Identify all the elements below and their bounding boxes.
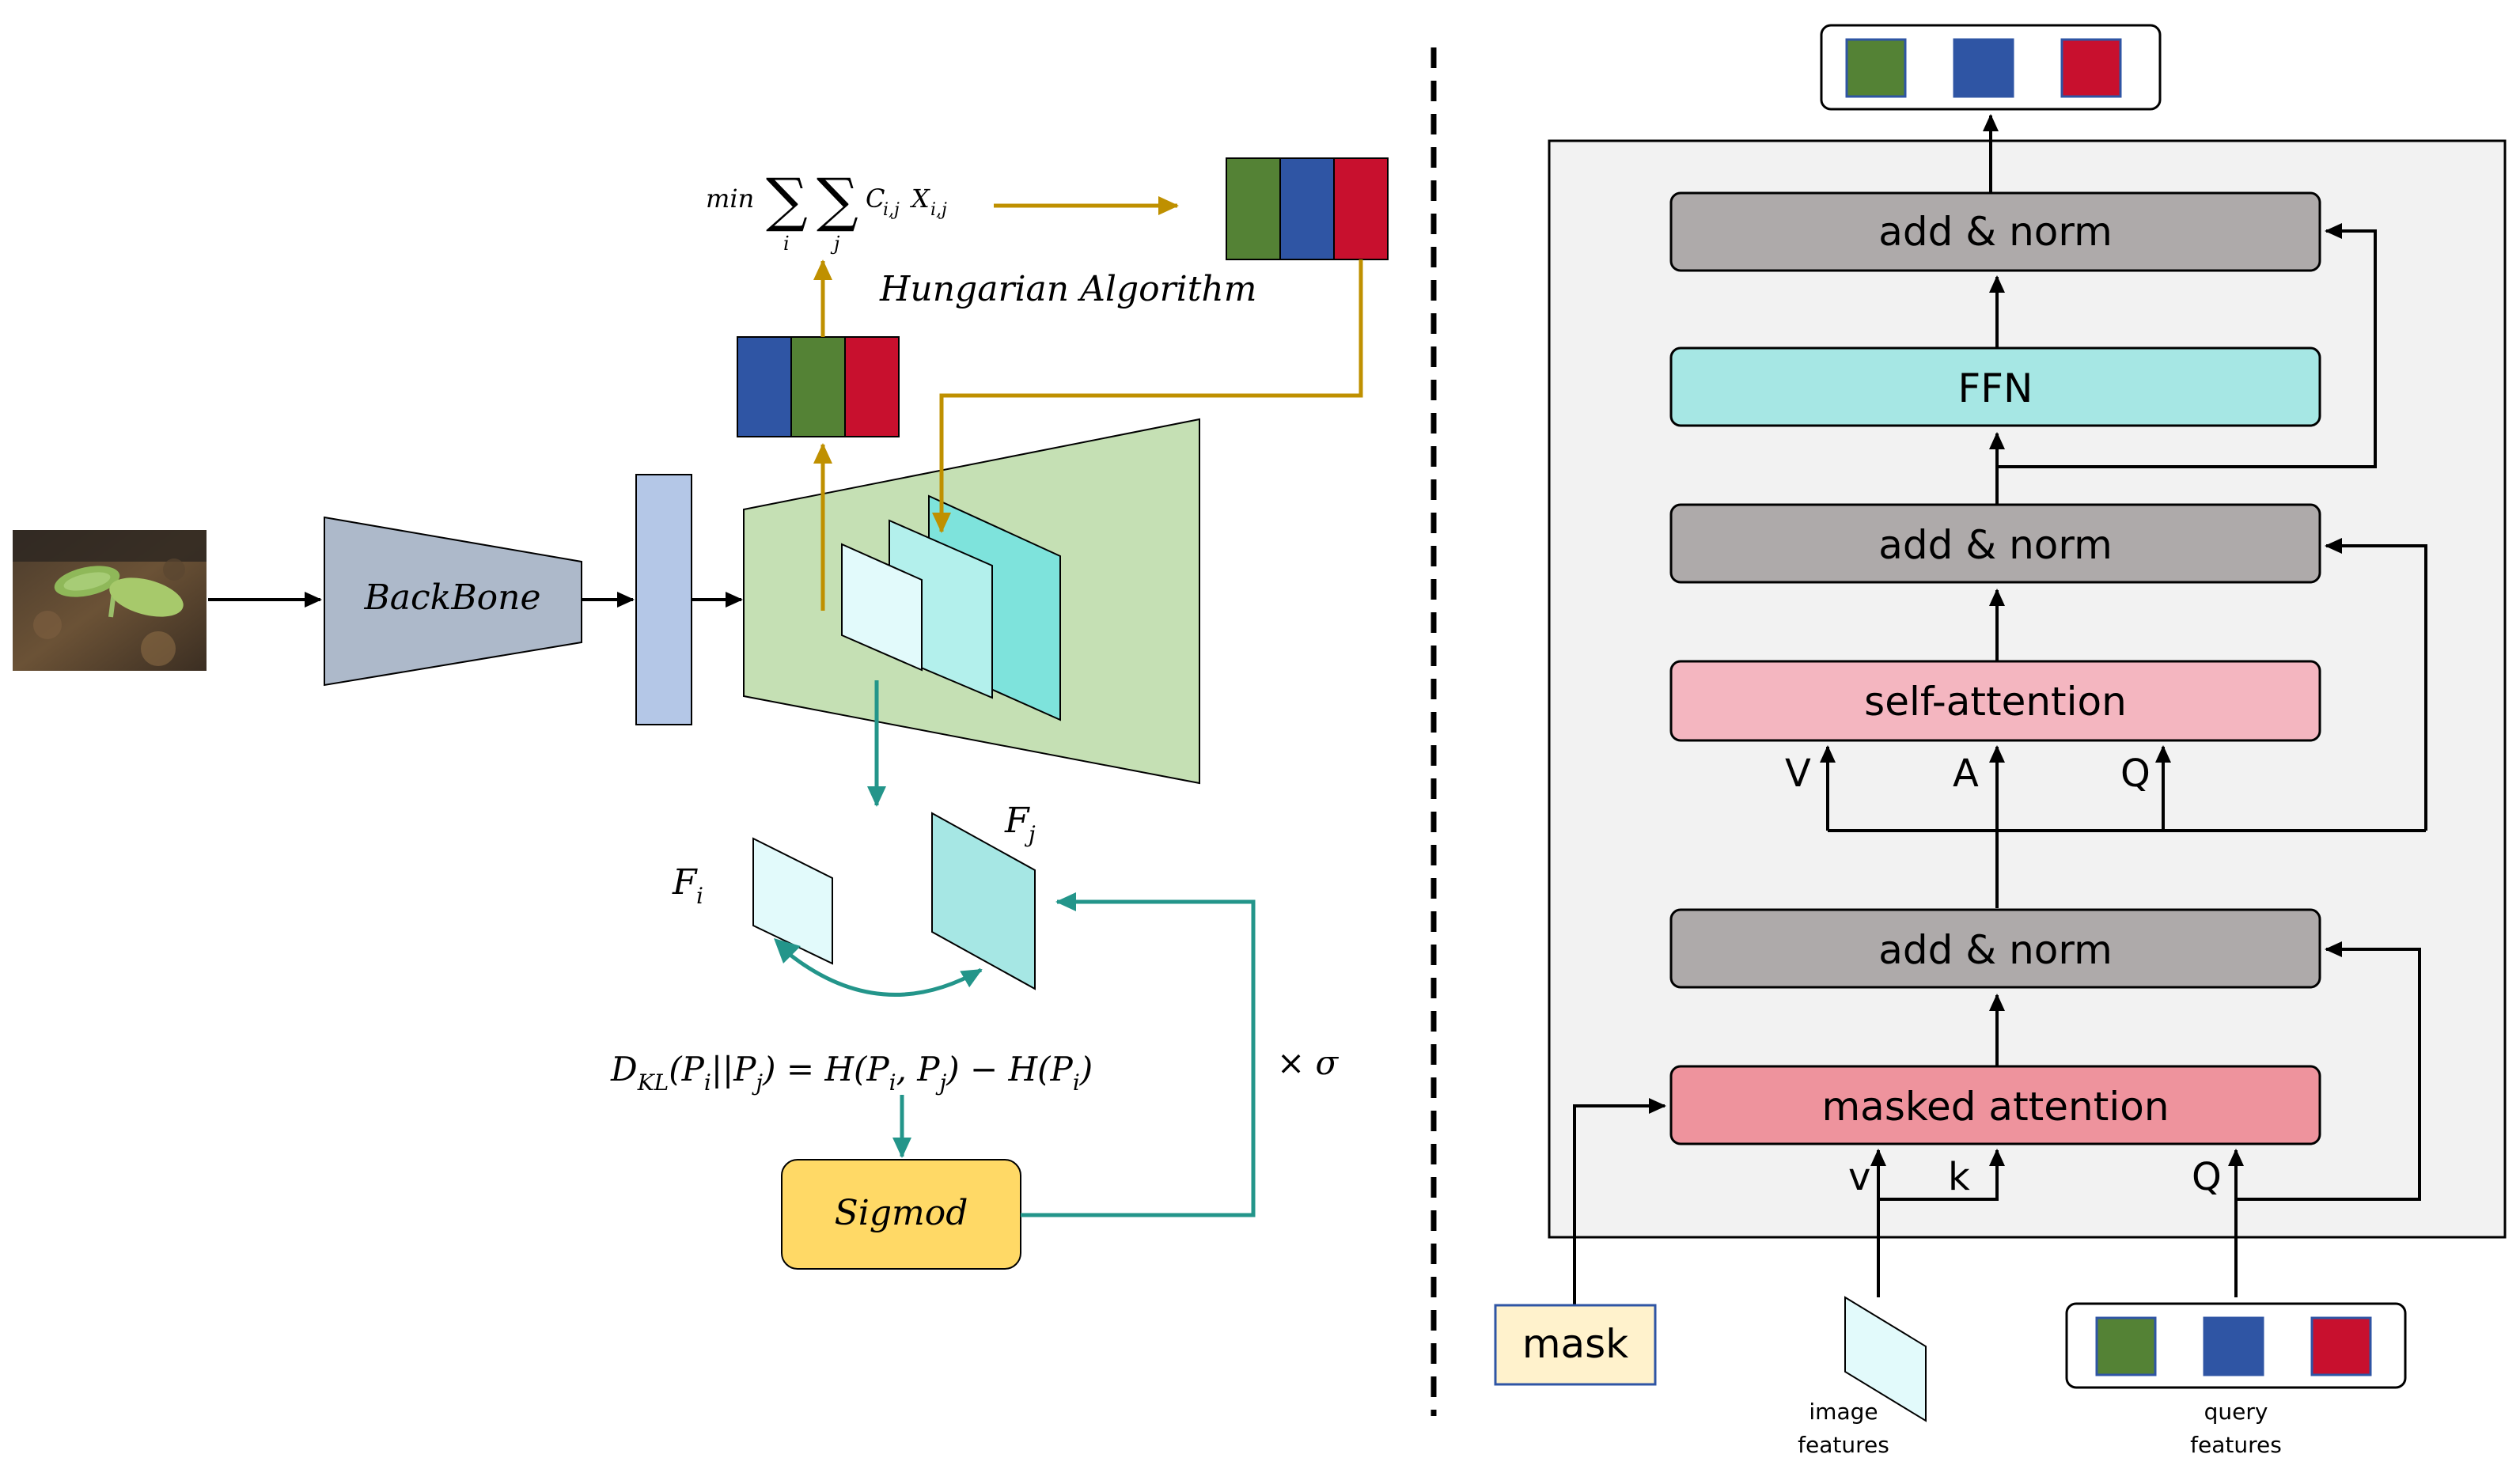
sum-index-j: j [830,233,840,255]
masked-attention-label: masked attention [1821,1084,2169,1130]
add-norm-bottom-label: add & norm [1878,927,2113,973]
objective-min: min [706,184,754,214]
sum-symbol-j: ∑ [817,166,858,234]
objective-C: C [866,184,885,214]
ffn-label: FFN [1958,365,2033,411]
objective-C-sub: i,j [883,200,900,220]
query-features-label-1: query [2204,1399,2268,1425]
ffn-block [1669,346,2321,427]
image-features-label-2: features [1798,1432,1889,1458]
kl-D-sub: KL [637,1070,669,1096]
gold-arrow-back-to-decoder [932,259,1363,533]
self-attn-q-label: Q [2120,752,2151,796]
sigmoid-label: Sigmod [835,1193,968,1233]
masked-k-label: k [1948,1155,1970,1199]
masked-q-label: Q [2192,1155,2222,1199]
svg-text:DKL(Pi||Pj) = H(Pi, Pj) − H(Pi: DKL(Pi||Pj) = H(Pi, Pj) − H(Pi) [610,1050,1093,1096]
feature-i-label: F [672,862,698,903]
kl-curved-arrow [782,948,983,997]
objective-X: X [909,184,930,214]
image-features-label-1: image [1809,1399,1878,1425]
add-norm-top-block [1669,191,2321,272]
kl-divergence-formula: DKL(Pi||Pj) = H(Pi, Pj) − H(Pi) [610,1050,1093,1096]
self-attn-a-label: A [1953,752,1979,796]
residual-masked-attn [2236,941,2421,1201]
self-attn-v-label: V [1785,752,1811,796]
query-swatch-2 [2203,1316,2264,1376]
masked-v-label: v [1848,1155,1870,1199]
kl-rhs-minus: ) − H(P [945,1050,1073,1088]
kl-lhs-i: i [704,1070,711,1096]
masked-attention-block [1669,1065,2321,1145]
query-swatch-3 [2310,1316,2372,1376]
query-features-label-2: features [2190,1432,2282,1458]
plane-front [841,543,923,672]
kl-rhs-close: ) [1079,1050,1093,1088]
feature-j-label: F [1004,801,1030,841]
self-attention-label: self-attention [1864,679,2127,725]
residual-self-attn [2325,538,2427,831]
hungarian-label: Hungarian Algorithm [879,269,1256,309]
residual-ffn [1997,223,2377,468]
sum-symbol-i: ∑ [766,166,808,234]
prediction-color-bar [737,336,900,437]
arrow-mask-to-masked-attn [1573,1098,1666,1305]
add-norm-top-label: add & norm [1878,209,2113,255]
backbone-label: BackBone [363,577,540,618]
feature-column [635,474,692,725]
matching-objective: min ∑ i ∑ j C i,j X i,j [706,166,947,255]
output-query-swatch-2 [1953,38,2014,98]
image-features-plane [1844,1296,1927,1422]
backbone-block [324,516,582,687]
output-query-swatch-1 [1845,38,1907,98]
objective-X-sub: i,j [930,200,947,220]
feature-plane-i [752,837,833,965]
query-swatch-1 [2095,1316,2157,1376]
kl-lhs: (P [669,1050,704,1088]
kl-rhs-i2: i [1073,1070,1080,1096]
kl-rhs-comma: , P [896,1050,941,1088]
add-norm-mid-block [1669,503,2321,584]
kl-eq: ) = H(P [762,1050,889,1088]
output-query-swatch-3 [2060,38,2122,98]
feature-plane-j [931,812,1036,990]
input-image-seedling [13,530,207,671]
sigma-label: × σ [1277,1043,1340,1082]
mask-box [1494,1304,1657,1386]
sum-index-i: i [783,233,790,255]
add-norm-bottom-block [1669,908,2321,989]
mask-label: mask [1522,1321,1628,1367]
self-attention-block [1669,660,2321,742]
feature-i-sub: i [696,883,703,909]
arrow-masked-k [1878,1149,2005,1201]
kl-mid: ||P [711,1050,756,1088]
kl-rhs-i: i [889,1070,896,1096]
kl-curved-arrow-head-left [774,938,801,964]
kl-D: D [610,1050,638,1088]
teal-feedback-arrow [1021,892,1256,1217]
add-norm-mid-label: add & norm [1878,522,2113,568]
matched-color-bar [1226,157,1389,260]
